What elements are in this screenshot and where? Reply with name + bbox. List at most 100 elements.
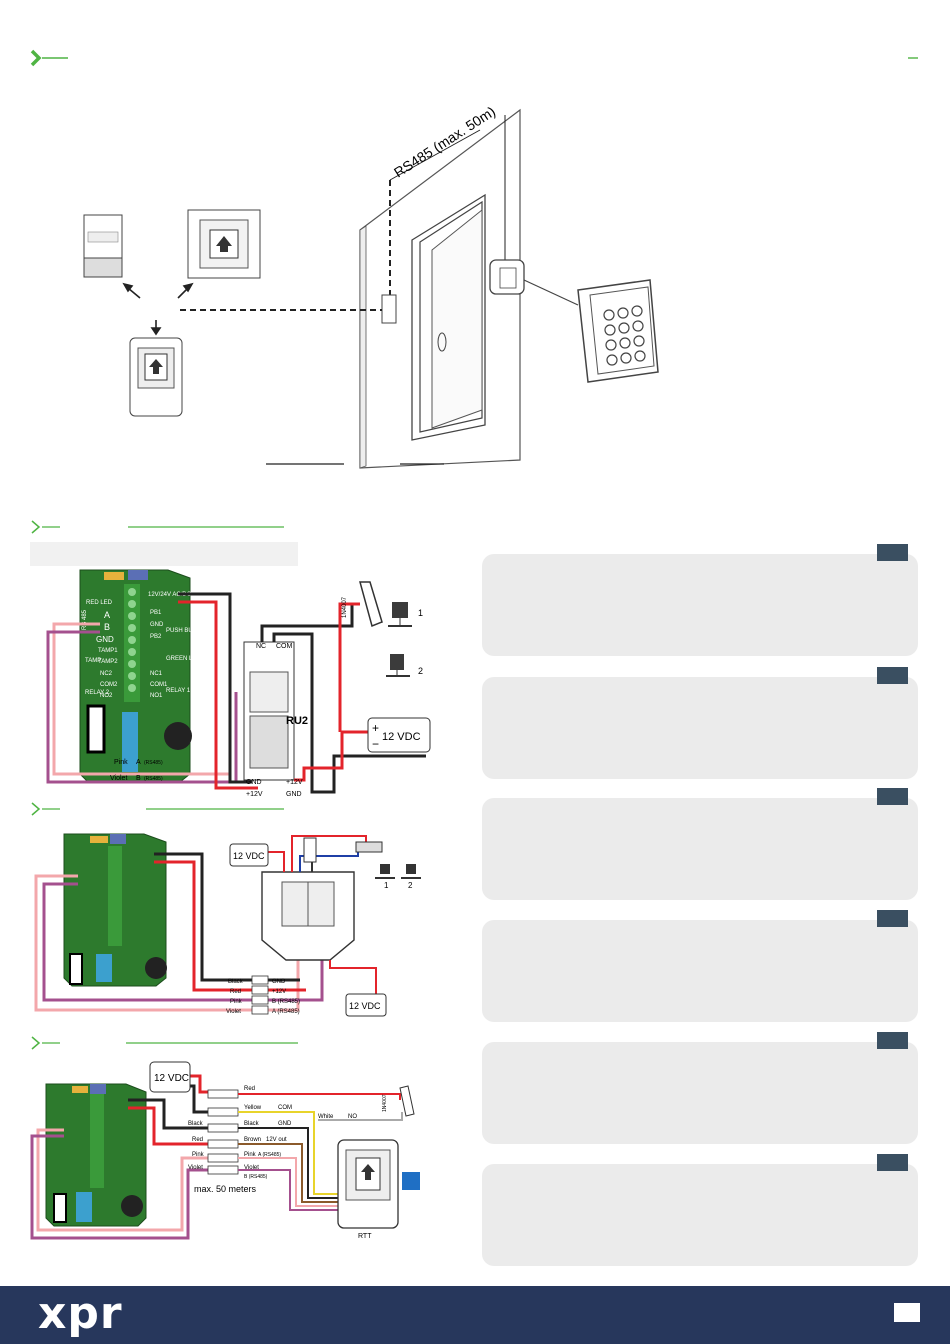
wire-white: White bbox=[318, 1114, 334, 1120]
t-a: A (RS485) bbox=[272, 1009, 300, 1015]
wire-black-r: Black bbox=[244, 1121, 260, 1127]
psu-top-label: 12 VDC bbox=[233, 851, 265, 861]
label-relay1: RELAY 1 bbox=[166, 688, 191, 694]
lock-2-label: 2 bbox=[408, 881, 413, 890]
label-relay2: RELAY 2 bbox=[85, 690, 110, 696]
rtt-label: RTT bbox=[358, 1233, 372, 1240]
label-pb1: PB1 bbox=[150, 610, 162, 616]
wire-black-l: Black bbox=[188, 1121, 204, 1127]
svg-text:−: − bbox=[372, 737, 379, 751]
label-pb-gnd: GND bbox=[150, 622, 164, 628]
rtt-com: COM bbox=[278, 1105, 292, 1111]
svg-text:+: + bbox=[372, 721, 379, 735]
card-tab bbox=[877, 1032, 908, 1049]
wire-red-l: Red bbox=[192, 1137, 203, 1143]
wire-pink-rs: (RS485) bbox=[144, 760, 163, 766]
psu-label: 12 VDC bbox=[154, 1073, 189, 1084]
control-unit bbox=[261, 871, 355, 961]
wire-pink-r: Pink bbox=[244, 1152, 257, 1158]
note-card-6 bbox=[482, 1154, 918, 1266]
v12-right: +12V bbox=[286, 779, 303, 786]
chevron-right-icon bbox=[31, 520, 41, 534]
t-b: B (RS485) bbox=[272, 999, 300, 1005]
wire-violet-b: B bbox=[136, 775, 141, 782]
rtt-violet-b: B (RS485) bbox=[244, 1174, 268, 1180]
rtt-pink-a: A (RS485) bbox=[258, 1152, 281, 1158]
label-power: 12V/24V AC/DC bbox=[148, 592, 192, 598]
card-tab bbox=[877, 544, 908, 561]
label-no1: NO1 bbox=[150, 693, 163, 699]
exit-button-narrow bbox=[129, 337, 183, 417]
controller-board bbox=[63, 833, 167, 987]
keypad-reader bbox=[577, 279, 659, 383]
t-gnd: GND bbox=[272, 979, 286, 985]
psu-label: 12 VDC bbox=[382, 731, 421, 743]
note-card-3 bbox=[482, 788, 918, 900]
wire-red: Red bbox=[230, 989, 241, 995]
rtt-red: Red bbox=[244, 1086, 255, 1092]
wire-violet: Violet bbox=[110, 775, 127, 782]
header-rule bbox=[30, 49, 918, 67]
label-tamp1: TAMP1 bbox=[98, 648, 118, 654]
exit-button-square bbox=[187, 209, 261, 279]
relay-com: COM bbox=[276, 643, 293, 650]
wire-black: Black bbox=[228, 979, 244, 985]
lock-2-label: 2 bbox=[418, 666, 423, 676]
chevron-right-icon bbox=[30, 49, 42, 67]
rtt-12vout: 12V out bbox=[266, 1137, 287, 1143]
wiring-diagram-2: 1 2 12 VDC 12 VDC Black Red Pink Violet … bbox=[34, 833, 421, 1017]
card-tab bbox=[877, 667, 908, 684]
rtt-reader: RTT bbox=[337, 1139, 399, 1240]
wire-violet-rs: (RS485) bbox=[144, 776, 163, 782]
label-rs485: RS 485 bbox=[82, 609, 88, 630]
rtt-gnd: GND bbox=[278, 1121, 292, 1127]
card-tab bbox=[877, 788, 908, 805]
rtt-no: NO bbox=[348, 1114, 357, 1120]
psu-bottom-label: 12 VDC bbox=[349, 1001, 381, 1011]
card-tab bbox=[877, 910, 908, 927]
section-header-3 bbox=[31, 1036, 298, 1050]
controller-board bbox=[45, 1083, 147, 1227]
wire-violet: Violet bbox=[226, 1009, 241, 1015]
note-card-4 bbox=[482, 910, 918, 1022]
power-supply-12vdc: + − 12 VDC bbox=[367, 717, 431, 753]
note-card-1 bbox=[482, 544, 918, 656]
max-distance: max. 50 meters bbox=[194, 1184, 257, 1194]
chevron-right-icon bbox=[31, 802, 41, 816]
wire-pink: Pink bbox=[114, 759, 128, 766]
wire-violet-l: Violet bbox=[188, 1165, 203, 1171]
wire-violet-r: Violet bbox=[244, 1165, 259, 1171]
xpr-logo: xpr bbox=[38, 1288, 123, 1339]
t-12v: +12V bbox=[272, 989, 286, 995]
wire-pink: Pink bbox=[230, 999, 243, 1005]
wire-brown: Brown bbox=[244, 1137, 261, 1143]
label-green-led: GREEN LED bbox=[166, 656, 201, 662]
note-card-5 bbox=[482, 1032, 918, 1144]
rtt-yellow: Yellow bbox=[244, 1105, 262, 1111]
section-header-2 bbox=[31, 802, 284, 816]
power-supply-12vdc: 12 VDC bbox=[149, 1061, 191, 1093]
label-no2: NO2 bbox=[100, 693, 113, 699]
footer-bar: xpr bbox=[0, 1286, 950, 1344]
label-a: A bbox=[104, 610, 110, 620]
power-supply-top: 12 VDC bbox=[229, 843, 269, 867]
relay-module: RU2 NC COM bbox=[243, 641, 308, 781]
lock-1-label: 1 bbox=[384, 881, 389, 890]
gnd-bottom: GND bbox=[246, 779, 262, 786]
section-header-1 bbox=[31, 520, 284, 534]
chevron-right-icon bbox=[31, 1036, 41, 1050]
lock-1-label: 1 bbox=[418, 608, 423, 618]
label-tamp: TAMP bbox=[85, 658, 101, 664]
label-b: B bbox=[104, 622, 110, 632]
controller-board: RED LED A B RS 485 GND TAMP1 TAMP2 TAMP … bbox=[79, 569, 209, 783]
v12-bottom: +12V bbox=[246, 791, 263, 798]
diode-label: 1N4007 bbox=[342, 596, 348, 618]
label-com1: COM1 bbox=[150, 682, 168, 688]
label-push-button: PUSH BUTTON bbox=[166, 628, 209, 634]
page-number-box bbox=[894, 1303, 920, 1322]
label-nc2: NC2 bbox=[100, 671, 113, 677]
din-controller bbox=[83, 214, 123, 278]
label-com2: COM2 bbox=[100, 682, 118, 688]
relay-nc: NC bbox=[256, 643, 266, 650]
label-red-led: RED LED bbox=[86, 600, 113, 606]
